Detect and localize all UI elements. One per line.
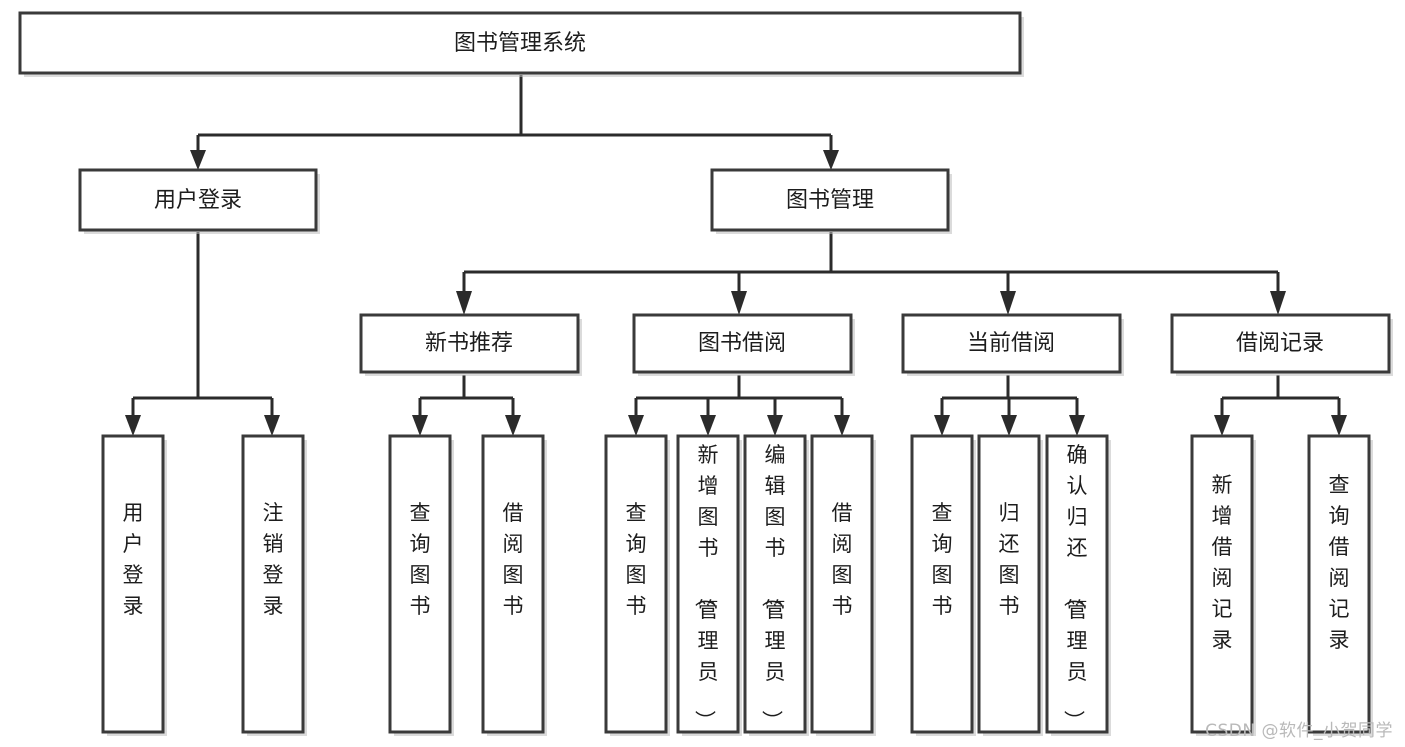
node-leaf9-label: 查询图书: [932, 501, 953, 618]
node-record-box: [1170, 313, 1391, 374]
arrowhead-leaf1: [125, 415, 141, 436]
arrowhead-leaf5: [628, 415, 644, 436]
arrowhead-leaf8: [834, 415, 850, 436]
node-leaf3-label: 查询图书: [410, 501, 431, 618]
node-login[interactable]: 用户登录: [78, 168, 320, 234]
arrowhead-leaf7: [767, 415, 783, 436]
node-current-box: [901, 313, 1122, 374]
node-borrow-label: 图书借阅: [698, 331, 786, 356]
arrowhead-newbook: [456, 291, 472, 315]
node-bookmgmt-label: 图书管理: [786, 188, 874, 213]
arrowhead-leaf10: [1001, 415, 1017, 436]
node-leaf3[interactable]: 查询图书: [388, 434, 454, 736]
node-root[interactable]: 图书管理系统: [18, 11, 1024, 77]
node-record[interactable]: 借阅记录: [1170, 313, 1393, 376]
node-leaf13-label: 查询借阅记录: [1329, 473, 1350, 652]
node-leaf11-box: [1045, 434, 1109, 734]
node-leaf1[interactable]: 用户登录: [101, 434, 167, 736]
node-leaf4[interactable]: 借阅图书: [481, 434, 547, 736]
node-current[interactable]: 当前借阅: [901, 313, 1124, 376]
node-leaf3-box: [388, 434, 452, 734]
arrowhead-bookmgmt: [823, 150, 839, 170]
node-leaf12-box: [1190, 434, 1254, 734]
arrowhead-leaf6: [700, 415, 716, 436]
node-leaf7-box: [743, 434, 807, 734]
node-leaf12[interactable]: 新增借阅记录: [1190, 434, 1256, 736]
node-leaf4-label: 借阅图书: [503, 501, 524, 618]
node-login-box: [78, 168, 318, 232]
node-login-label: 用户登录: [154, 188, 242, 213]
node-borrow-box: [632, 313, 853, 374]
node-leaf13-box: [1307, 434, 1371, 734]
node-leaf10-box: [977, 434, 1041, 734]
node-leaf1-box: [101, 434, 165, 734]
node-newbook[interactable]: 新书推荐: [359, 313, 582, 376]
node-bookmgmt[interactable]: 图书管理: [710, 168, 952, 234]
arrowhead-current: [1000, 291, 1016, 315]
node-leaf1-label: 用户登录: [123, 501, 144, 618]
arrowhead-login: [190, 150, 206, 170]
node-current-label: 当前借阅: [967, 331, 1055, 356]
node-leaf7[interactable]: 编辑图书（管理员）: [743, 434, 809, 736]
node-leaf2[interactable]: 注销登录: [241, 434, 307, 736]
arrowhead-leaf11: [1069, 415, 1085, 436]
node-newbook-box: [359, 313, 580, 374]
node-leaf2-box: [241, 434, 305, 734]
node-leaf8[interactable]: 借阅图书: [810, 434, 876, 736]
arrowhead-record: [1270, 291, 1286, 315]
node-leaf10-label: 归还图书: [999, 501, 1020, 618]
node-leaf8-label: 借阅图书: [832, 501, 853, 618]
node-leaf8-box: [810, 434, 874, 734]
node-record-label: 借阅记录: [1236, 331, 1324, 356]
node-leaf5-box: [604, 434, 668, 734]
node-leaf11[interactable]: 确认归还（管理员）: [1045, 434, 1111, 736]
node-leaf5[interactable]: 查询图书: [604, 434, 670, 736]
node-leaf13[interactable]: 查询借阅记录: [1307, 434, 1373, 736]
arrowhead-leaf9: [934, 415, 950, 436]
arrowhead-borrow: [731, 291, 747, 315]
node-root-box: [18, 11, 1022, 75]
node-bookmgmt-box: [710, 168, 950, 232]
node-leaf11-label: 确认归还（管理员）: [1062, 443, 1088, 731]
node-leaf4-box: [481, 434, 545, 734]
arrowhead-leaf4: [505, 415, 521, 436]
node-root-label: 图书管理系统: [454, 31, 586, 56]
node-leaf2-label: 注销登录: [263, 501, 284, 618]
arrowhead-leaf3: [412, 415, 428, 436]
csdn-watermark: CSDN @软件_小贺同学: [1205, 721, 1393, 741]
node-leaf6[interactable]: 新增图书（管理员）: [676, 434, 742, 736]
arrowhead-leaf2: [264, 415, 280, 436]
node-leaf6-box: [676, 434, 740, 734]
node-leaf9[interactable]: 查询图书: [910, 434, 976, 736]
node-leaf7-label: 编辑图书（管理员）: [760, 443, 786, 731]
node-leaf12-label: 新增借阅记录: [1212, 473, 1233, 652]
node-leaf6-label: 新增图书（管理员）: [693, 443, 719, 731]
node-borrow[interactable]: 图书借阅: [632, 313, 855, 376]
node-leaf5-label: 查询图书: [626, 501, 647, 618]
node-newbook-label: 新书推荐: [425, 331, 513, 356]
node-leaf10[interactable]: 归还图书: [977, 434, 1043, 736]
arrowhead-leaf12: [1214, 415, 1230, 436]
node-leaf9-box: [910, 434, 974, 734]
arrowhead-leaf13: [1331, 415, 1347, 436]
edges-layer: [125, 75, 1347, 436]
